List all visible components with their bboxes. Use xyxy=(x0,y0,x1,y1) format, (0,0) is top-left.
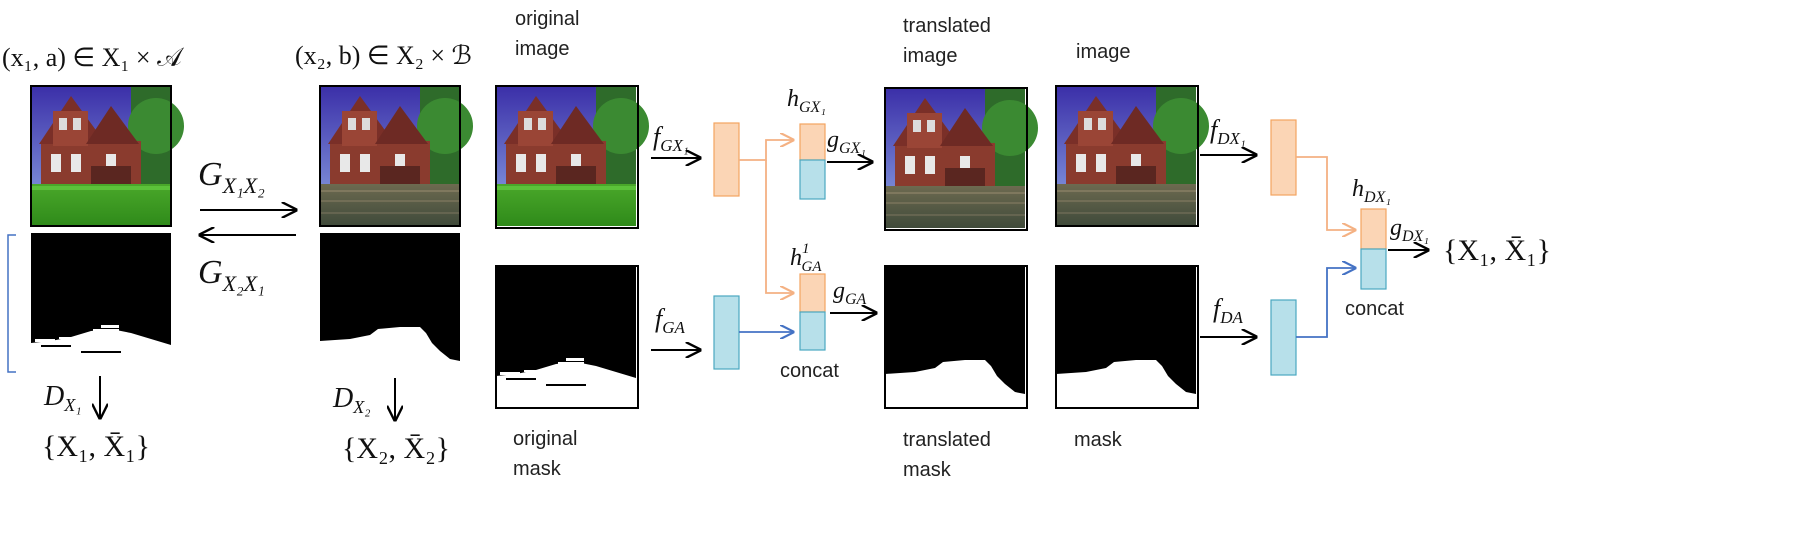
h-gx1-blue-block xyxy=(799,159,826,200)
d-x2-label: DX₂ xyxy=(332,383,371,417)
original-image-label-line1: original xyxy=(515,8,579,30)
f-ga-label: fGA xyxy=(655,304,686,337)
translated-mask xyxy=(884,265,1028,409)
discriminator-blue-flow xyxy=(1296,268,1355,338)
original-image-label-line2: image xyxy=(515,38,569,60)
x2-image xyxy=(319,85,473,227)
g-ga-label: gGA xyxy=(833,278,867,308)
concat-generator-label: concat xyxy=(780,360,839,382)
h-gx1-label: hGX₁ xyxy=(787,86,826,116)
d-x1-output: {X₁, X̄₁} xyxy=(42,430,150,463)
generator-image-encoder xyxy=(713,122,740,197)
d-x1-label: DX₁ xyxy=(43,381,82,415)
discriminator-mask-encoder xyxy=(1270,299,1297,376)
h-gx1-orange-block xyxy=(799,123,826,161)
x1-mask xyxy=(31,233,171,373)
x1-image xyxy=(30,85,184,227)
f-gx1-label: fGX₁ xyxy=(653,122,689,155)
discriminator-orange-flow xyxy=(1296,156,1355,230)
translated-image xyxy=(884,87,1038,231)
pair-bracket xyxy=(7,234,16,373)
x1-domain-label: (x₁, a) ∈ X₁ × 𝒜 xyxy=(2,43,184,72)
discriminator-image-encoder xyxy=(1270,119,1297,196)
concat-discriminator-label: concat xyxy=(1345,298,1404,320)
original-mask xyxy=(495,265,639,409)
original-mask-label-line2: mask xyxy=(513,458,562,480)
translated-mask-label-line2: mask xyxy=(903,459,952,481)
d-x2-output: {X₂, X̄₂} xyxy=(342,432,450,465)
generator-mask-encoder xyxy=(713,295,740,370)
h-dx1-orange-block xyxy=(1360,208,1387,250)
discriminator-mask-label: mask xyxy=(1074,429,1123,451)
g-x1x2-label: GX₁X₂ xyxy=(198,156,265,198)
discriminator-mask xyxy=(1055,265,1199,409)
translated-mask-label-line1: translated xyxy=(903,429,991,451)
f-da-label: fDA xyxy=(1213,294,1244,327)
original-image xyxy=(495,85,649,229)
translated-image-label-line1: translated xyxy=(903,15,991,37)
h-ga-orange-block xyxy=(799,273,826,313)
g-dx1-label: gDX₁ xyxy=(1390,215,1429,245)
final-output: {X₁, X̄₁} xyxy=(1443,234,1551,267)
x2-mask xyxy=(320,233,460,373)
g-x2x1-label: GX₂X₁ xyxy=(198,254,265,296)
discriminator-image xyxy=(1055,85,1209,227)
translated-image-label-line2: image xyxy=(903,45,957,67)
h-dx1-blue-block xyxy=(1360,248,1387,290)
g-gx1-label: gGX₁ xyxy=(827,127,866,157)
orange-flow-top xyxy=(739,140,793,161)
orange-flow-down xyxy=(765,160,793,293)
h-dx1-label: hDX₁ xyxy=(1352,176,1391,206)
f-dx1-label: fDX₁ xyxy=(1210,115,1246,148)
discriminator-image-label: image xyxy=(1076,41,1130,63)
original-mask-label-line1: original xyxy=(513,428,577,450)
x2-domain-label: (x₂, b) ∈ X₂ × ℬ xyxy=(295,41,472,70)
h-ga-blue-block xyxy=(799,311,826,351)
